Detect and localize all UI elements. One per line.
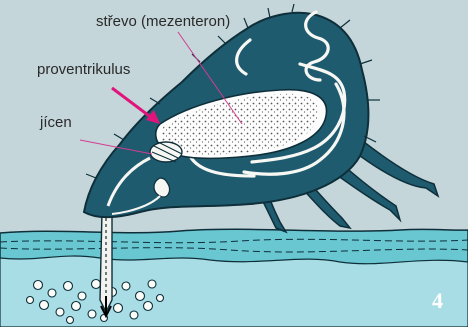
proventriculus-organ (150, 142, 182, 162)
label-esophagus: jícen (39, 114, 72, 131)
label-proventriculus: proventrikulus (37, 61, 130, 78)
label-midgut: střevo (mezenteron) (96, 13, 230, 30)
panel-number: 4 (432, 288, 443, 313)
